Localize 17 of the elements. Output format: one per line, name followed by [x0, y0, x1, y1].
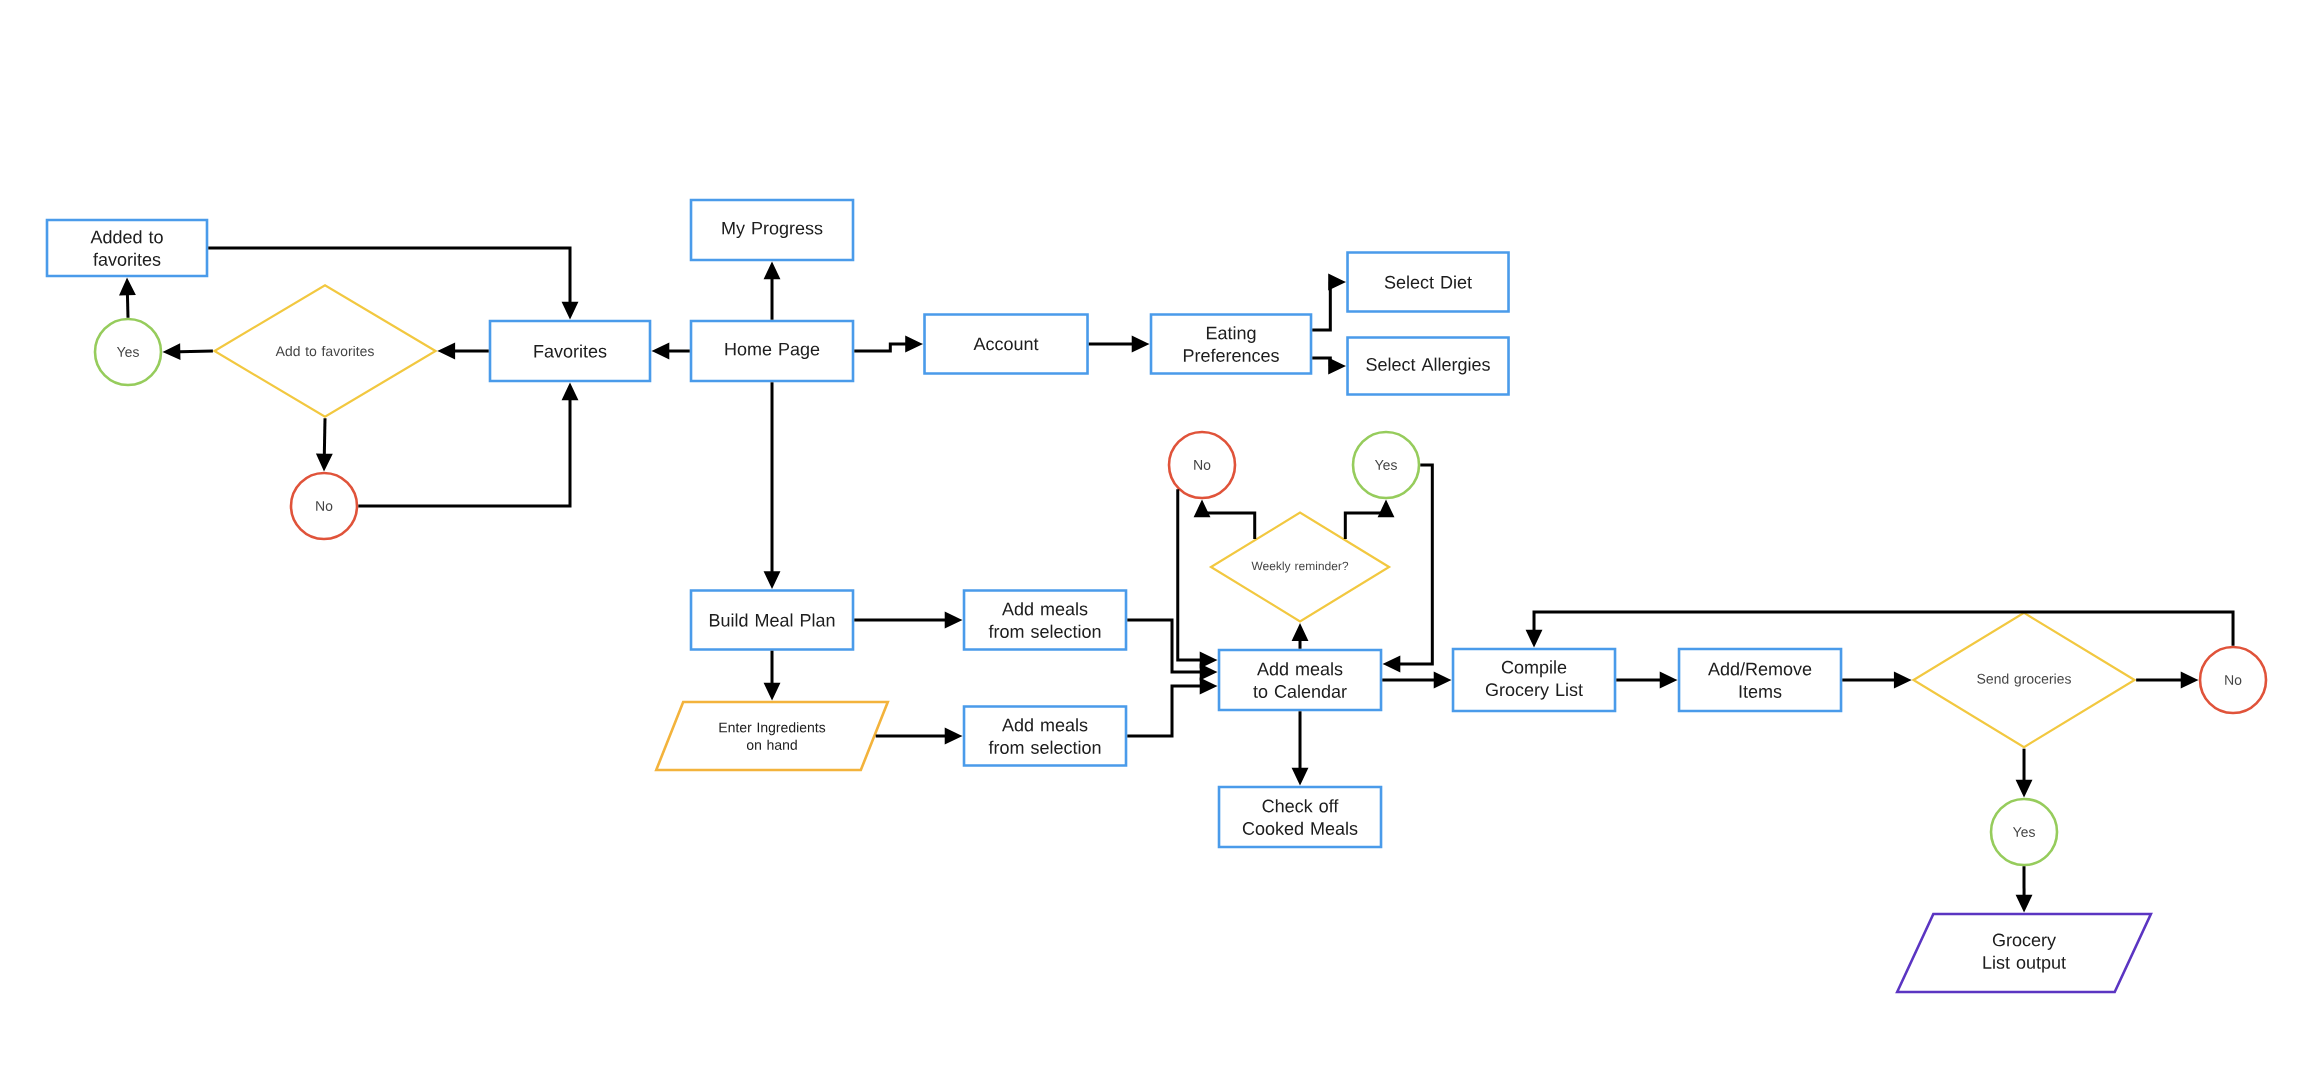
process-box: Build Meal Plan	[689, 589, 855, 651]
process-box: Home Page	[689, 319, 855, 383]
process-box: Eating Preferences	[1149, 313, 1313, 375]
process-box: Compile Grocery List	[1451, 647, 1617, 713]
process-box: Added to favorites	[45, 218, 209, 278]
process-box: Account	[923, 313, 1089, 375]
process-box: Add/Remove Items	[1677, 647, 1843, 713]
process-box: Add meals to Calendar	[1217, 648, 1383, 712]
process-box: Check off Cooked Meals	[1217, 785, 1383, 849]
process-box: Select Diet	[1346, 251, 1510, 313]
output-parallelogram: Grocery List output	[1895, 912, 2153, 994]
process-box: Add meals from selection	[962, 705, 1128, 767]
process-box: Favorites	[488, 319, 652, 383]
input-parallelogram: Enter Ingredients on hand	[654, 700, 890, 772]
process-box: Select Allergies	[1346, 336, 1510, 396]
process-box: My Progress	[689, 198, 855, 262]
process-box: Add meals from selection	[962, 589, 1128, 651]
